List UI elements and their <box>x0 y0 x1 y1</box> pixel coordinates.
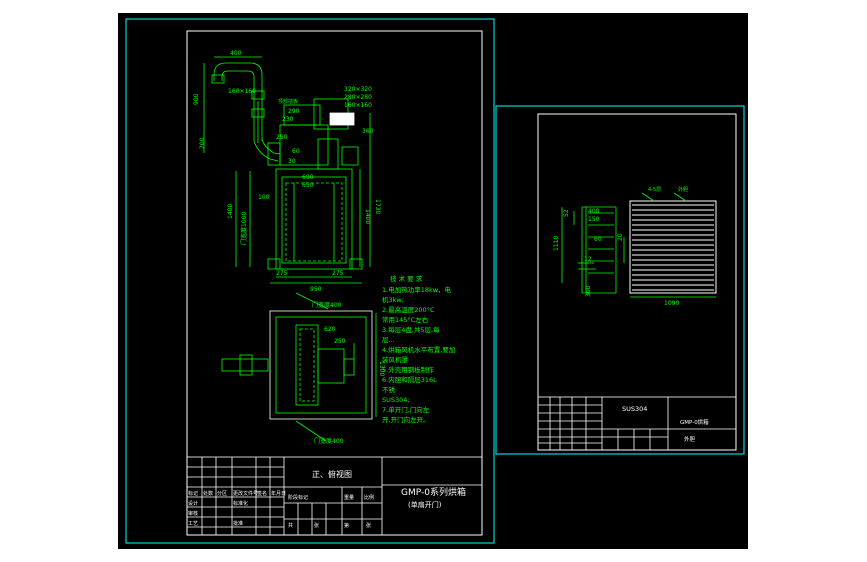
top-view <box>221 292 377 442</box>
sheet1-frame <box>125 18 495 544</box>
note-line: 7.单开门,门向左 <box>382 405 430 414</box>
dim-250: 250 <box>276 134 288 141</box>
tb-cell: 张 <box>366 522 371 529</box>
part-name: GMP-0烘箱 <box>680 418 709 426</box>
note-line: 装风机罩 <box>382 355 409 364</box>
note-line: 4.烘箱风机水平布置,要加 <box>382 345 455 354</box>
dim-250b: 250 <box>334 338 346 345</box>
dim-60: 60 <box>594 236 602 243</box>
tb-cell: 标记 <box>188 490 198 497</box>
dim-400: 400 <box>588 208 600 215</box>
title-block <box>186 456 483 536</box>
tb-cell: 张 <box>314 522 319 529</box>
tb-cell: 比例 <box>364 494 374 501</box>
note-line: 不锈 <box>382 385 396 394</box>
dim-20: 20 <box>617 233 624 241</box>
dim-1110: 1110 <box>553 236 560 251</box>
dim-160: 160×160 <box>344 102 372 109</box>
note-line: 机3kw; <box>382 295 404 304</box>
view-title: 正、俯视图 <box>312 469 352 479</box>
tb-cell: 批准 <box>233 520 243 527</box>
dim-52: 52 <box>563 209 570 217</box>
dim-900: 900 <box>193 93 200 105</box>
material-label: SUS304 <box>622 405 647 413</box>
tb-cell: 年月日 <box>271 490 286 497</box>
dim-620: 620 <box>324 326 336 333</box>
note-line: 2.最高温度200°C <box>382 305 435 314</box>
dim-200: 200 <box>199 137 206 149</box>
note-line: 常用145°C左右 <box>382 315 429 324</box>
side-section <box>561 206 625 294</box>
dim-150: 150 <box>588 216 600 223</box>
tb-cell: 工艺 <box>188 521 198 527</box>
dim-360: 360 <box>362 128 374 135</box>
tb-cell: 签名 <box>257 490 267 497</box>
cad-drawing: 400 160×160 900 320×320 280×280 160×160 … <box>125 18 745 544</box>
tb-cell: 更改文件号 <box>233 490 258 497</box>
label-outer: 外胆 <box>678 186 688 193</box>
tb-cell: 重量 <box>344 494 354 501</box>
dim-pipe-size: 160×160 <box>228 88 256 95</box>
dim-top-pipe: 400 <box>230 50 242 57</box>
dim-290: 290 <box>288 108 300 115</box>
dim-100: 100 <box>258 194 270 201</box>
dim-1400b: 1400 <box>364 209 371 224</box>
hood-note: 顶部插板 <box>278 98 298 105</box>
door-top-label: 门宽度400 <box>312 301 342 309</box>
part-code: 外胆 <box>684 435 696 443</box>
dim-60: 60 <box>292 148 300 155</box>
tb-cell: 审核 <box>188 510 198 517</box>
dim-690: 690 <box>302 174 314 181</box>
dim-950: 950 <box>310 286 322 293</box>
shelf-rack <box>629 192 717 298</box>
dim-275b: 275 <box>332 270 344 277</box>
cad-viewport: 400 160×160 900 320×320 280×280 160×160 … <box>118 13 748 549</box>
dim-1300: 1300 <box>378 361 385 376</box>
dim-1730: 1730 <box>374 199 381 214</box>
dim-300: 300 <box>585 285 592 297</box>
product-title: GMP-0系列烘箱 <box>401 486 466 498</box>
dim-1090: 1090 <box>664 300 679 307</box>
note-line: 开,开门向左开。 <box>382 415 430 424</box>
tb-cell: 设计 <box>188 500 198 507</box>
note-line: 5.外壳用钢板制作 <box>382 365 434 374</box>
dim-1400: 1400 <box>227 204 234 219</box>
note-line: 6.内胆和隔层316L <box>382 375 437 384</box>
dim-275a: 275 <box>276 270 288 277</box>
dim-12: 12 <box>584 256 592 263</box>
note-line: 3.每层4盘,共5层,每 <box>382 325 440 334</box>
notes-heading: 技 术 要 求 <box>390 274 423 283</box>
note-line: 层... <box>382 336 395 344</box>
tb-cell: 处数 <box>203 490 213 497</box>
sheet2-frame <box>495 105 745 455</box>
sheet1: 400 160×160 900 320×320 280×280 160×160 … <box>186 30 483 536</box>
dim-30: 30 <box>288 158 296 165</box>
dim-230: 230 <box>282 116 294 123</box>
dim-650: 650 <box>302 182 314 189</box>
dim-320: 320×320 <box>344 86 372 93</box>
product-subtitle: (单扇开门) <box>408 500 442 509</box>
door-height: 门宽度1000 <box>240 212 248 245</box>
dim-280: 280×280 <box>344 94 372 101</box>
label-layers: 4-5层 <box>648 187 661 193</box>
front-view <box>203 56 371 284</box>
title-block-2 <box>537 396 737 451</box>
tb-cell: 阶段标记 <box>288 494 308 501</box>
door-bottom-label: 门宽度400 <box>314 437 344 445</box>
tb-cell: 共 <box>288 522 293 529</box>
tb-cell: 第 <box>344 522 349 529</box>
tb-cell: 标准化 <box>233 500 248 507</box>
note-line: SUS304; <box>382 396 410 404</box>
note-line: 1.电加热功率18kw，电 <box>382 285 452 294</box>
sheet2: 400 52 150 1110 60 20 12 300 4-5层 外胆 109… <box>537 113 737 451</box>
sheet2-border <box>537 113 737 451</box>
tb-cell: 分区 <box>217 490 227 497</box>
